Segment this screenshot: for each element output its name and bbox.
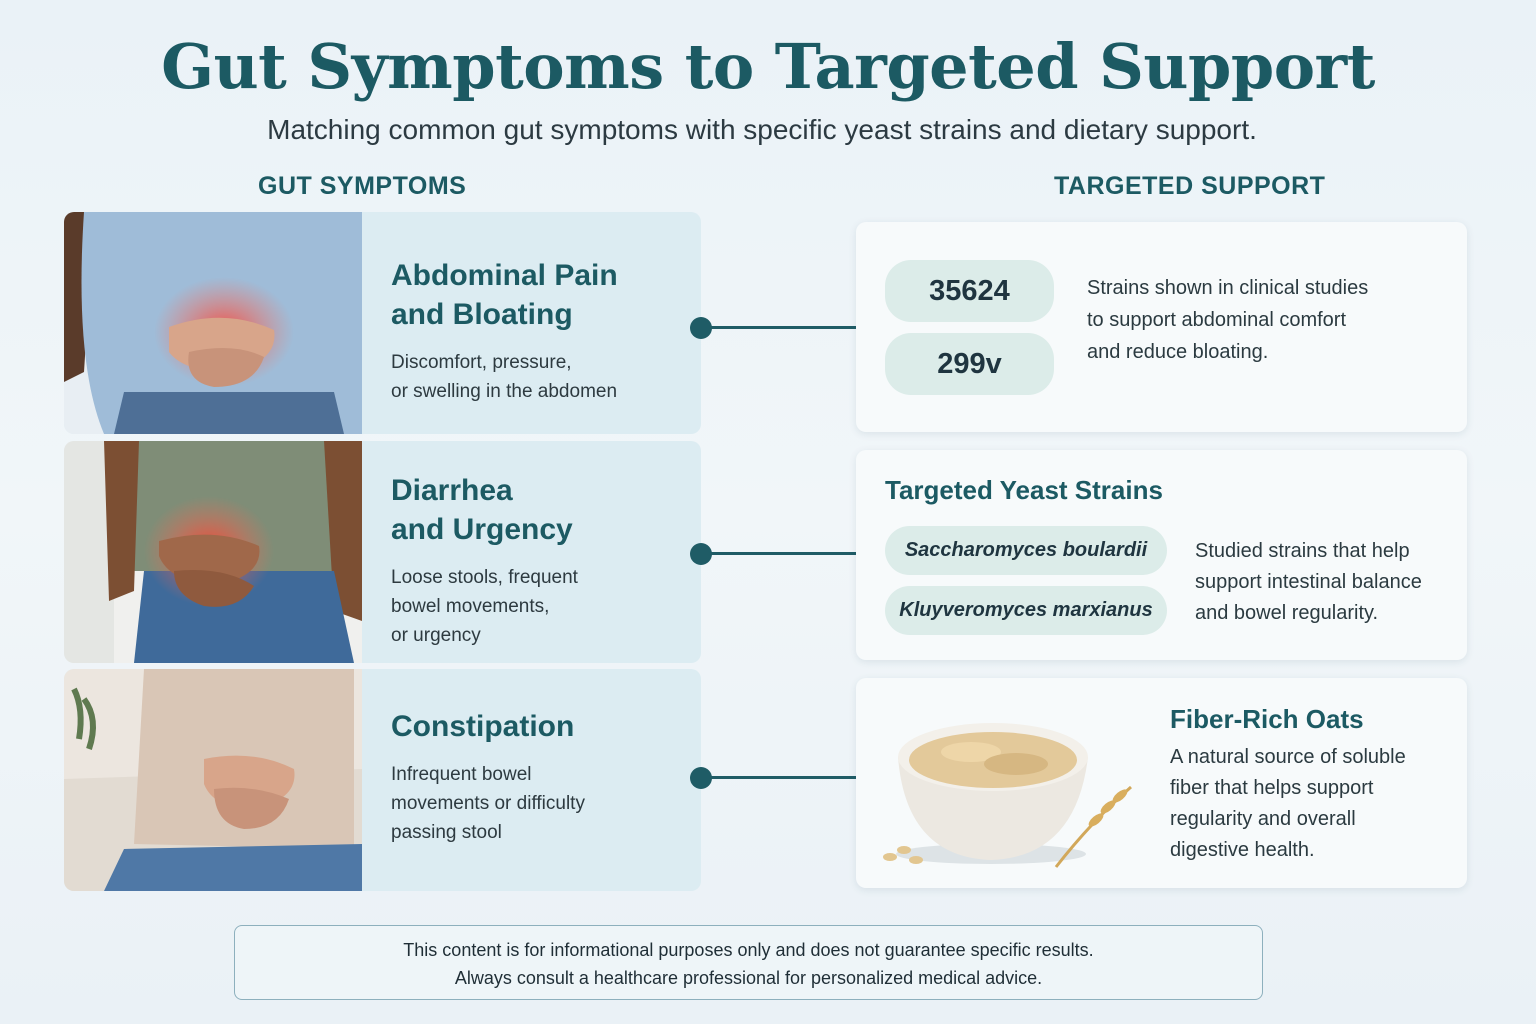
- photo-abdominal-pain: [64, 212, 362, 434]
- support-text-line: fiber that helps support: [1170, 777, 1374, 799]
- symptom-desc-line: Infrequent bowel: [391, 764, 532, 785]
- connector-line-1: [700, 326, 856, 329]
- symptom-description: Loose stools, frequent bowel movements, …: [391, 563, 691, 650]
- strain-pill-35624: 35624: [885, 260, 1054, 322]
- symptom-title: Constipation: [391, 707, 691, 746]
- symptom-desc-line: passing stool: [391, 822, 502, 843]
- disclaimer-line: This content is for informational purpos…: [403, 940, 1094, 960]
- support-text-line: and reduce bloating.: [1087, 341, 1269, 363]
- connector-dot-3: [690, 767, 712, 789]
- support-text-line: A natural source of soluble: [1170, 746, 1406, 768]
- support-text-line: regularity and overall: [1170, 808, 1356, 830]
- support-description: Studied strains that help support intest…: [1195, 536, 1422, 629]
- column-header-symptoms: GUT SYMPTOMS: [258, 172, 467, 200]
- symptom-desc-line: or urgency: [391, 625, 481, 646]
- symptom-card-constipation: Constipation Infrequent bowel movements …: [64, 669, 701, 891]
- strain-pill-marxianus: Kluyveromyces marxianus: [885, 586, 1167, 635]
- symptom-title: Abdominal Pain and Bloating: [391, 256, 691, 334]
- support-description: Strains shown in clinical studies to sup…: [1087, 272, 1368, 368]
- symptom-card-diarrhea: Diarrhea and Urgency Loose stools, frequ…: [64, 441, 701, 663]
- symptom-card-bloating: Abdominal Pain and Bloating Discomfort, …: [64, 212, 701, 434]
- symptom-desc-line: or swelling in the abdomen: [391, 381, 618, 402]
- symptom-title-line: and Urgency: [391, 513, 573, 546]
- support-title: Fiber-Rich Oats: [1170, 704, 1364, 734]
- support-text-line: and bowel regularity.: [1195, 602, 1379, 624]
- page-title: Gut Symptoms to Targeted Support: [161, 30, 1375, 103]
- symptom-text-diarrhea: Diarrhea and Urgency Loose stools, frequ…: [391, 471, 691, 650]
- support-text-line: Studied strains that help: [1195, 540, 1410, 562]
- symptom-text-constipation: Constipation Infrequent bowel movements …: [391, 707, 691, 847]
- symptom-desc-line: Discomfort, pressure,: [391, 352, 572, 373]
- symptom-description: Infrequent bowel movements or difficulty…: [391, 760, 691, 847]
- support-card-yeast: Targeted Yeast Strains Saccharomyces bou…: [856, 450, 1467, 660]
- disclaimer-line: Always consult a healthcare professional…: [454, 968, 1043, 988]
- symptom-desc-line: bowel movements,: [391, 596, 550, 617]
- symptom-title-line: Abdominal Pain: [391, 259, 618, 292]
- symptom-title-line: Constipation: [391, 710, 575, 743]
- symptom-text-bloating: Abdominal Pain and Bloating Discomfort, …: [391, 256, 691, 406]
- symptom-desc-line: movements or difficulty: [391, 793, 585, 814]
- connector-dot-1: [690, 317, 712, 339]
- column-header-support: TARGETED SUPPORT: [1054, 172, 1326, 200]
- symptom-description: Discomfort, pressure, or swelling in the…: [391, 348, 691, 406]
- disclaimer-box: This content is for informational purpos…: [234, 925, 1263, 1000]
- support-text-line: to support abdominal comfort: [1087, 309, 1347, 331]
- photo-diarrhea: [64, 441, 362, 663]
- symptom-title-line: and Bloating: [391, 298, 573, 331]
- support-card-strains: 35624 299v Strains shown in clinical stu…: [856, 222, 1467, 432]
- strain-pill-boulardii: Saccharomyces boulardii: [885, 526, 1167, 575]
- support-text-line: support intestinal balance: [1195, 571, 1422, 593]
- symptom-desc-line: Loose stools, frequent: [391, 567, 578, 588]
- page-subtitle: Matching common gut symptoms with specif…: [267, 114, 1257, 145]
- support-description: A natural source of soluble fiber that h…: [1170, 742, 1406, 866]
- support-card-oats: Fiber-Rich Oats A natural source of solu…: [856, 678, 1467, 888]
- support-text-line: digestive health.: [1170, 839, 1315, 861]
- connector-line-3: [700, 776, 856, 779]
- support-title: Targeted Yeast Strains: [885, 475, 1163, 505]
- strain-pill-299v: 299v: [885, 333, 1054, 395]
- connector-dot-2: [690, 543, 712, 565]
- connector-line-2: [700, 552, 856, 555]
- oat-bowl-image: [883, 723, 1132, 868]
- photo-constipation: [64, 669, 362, 891]
- symptom-title-line: Diarrhea: [391, 474, 513, 507]
- support-text-line: Strains shown in clinical studies: [1087, 277, 1369, 299]
- symptom-title: Diarrhea and Urgency: [391, 471, 691, 549]
